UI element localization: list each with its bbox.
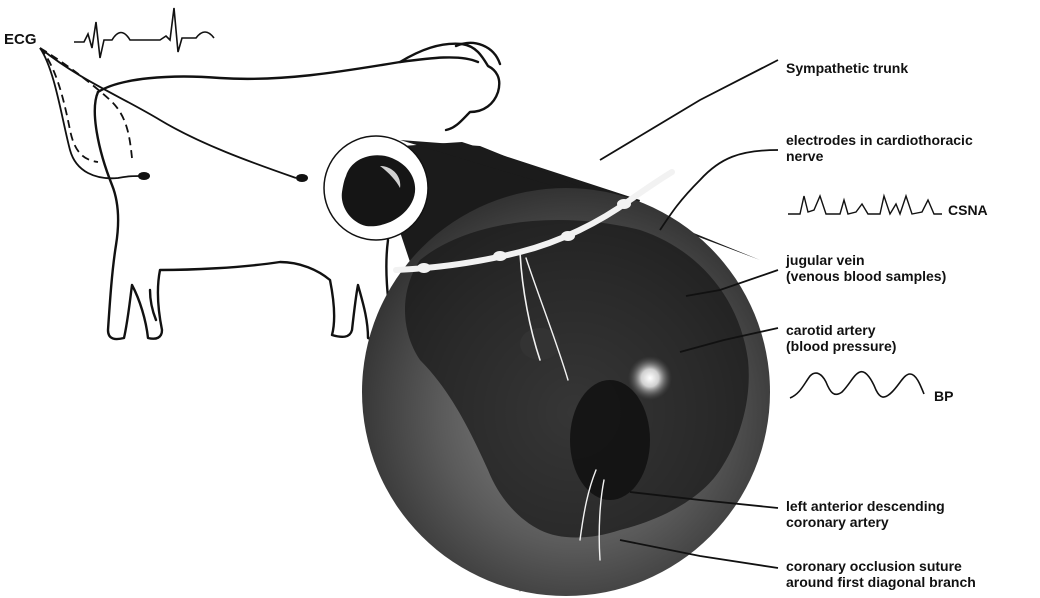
ecg-electrode-left bbox=[138, 172, 150, 180]
vessel-blob bbox=[520, 328, 560, 360]
jugular-vein-label-line1: jugular vein bbox=[786, 252, 946, 268]
ecg-leads bbox=[40, 48, 296, 178]
bp-label: BP bbox=[934, 388, 953, 404]
carotid-artery-label-line1: carotid artery bbox=[786, 322, 896, 338]
jugular-vein-label: jugular vein (venous blood samples) bbox=[786, 252, 946, 284]
carotid-glow bbox=[628, 356, 672, 400]
occlusion-suture-label: coronary occlusion suture around first d… bbox=[786, 558, 976, 590]
electrodes-label: electrodes in cardiothoracic nerve bbox=[786, 132, 973, 164]
electrodes-label-line2: nerve bbox=[786, 148, 973, 164]
csna-trace bbox=[788, 196, 942, 214]
lad-label-line2: coronary artery bbox=[786, 514, 945, 530]
ecg-trace bbox=[74, 8, 214, 58]
jugular-vein-label-line2: (venous blood samples) bbox=[786, 268, 946, 284]
bp-trace bbox=[790, 372, 924, 398]
lad-label: left anterior descending coronary artery bbox=[786, 498, 945, 530]
lad-label-line1: left anterior descending bbox=[786, 498, 945, 514]
occlusion-suture-label-line2: around first diagonal branch bbox=[786, 574, 976, 590]
heart-shadow bbox=[570, 380, 650, 500]
ecg-label: ECG bbox=[4, 32, 37, 48]
electrodes-label-line1: electrodes in cardiothoracic bbox=[786, 132, 973, 148]
sympathetic-trunk-label: Sympathetic trunk bbox=[786, 60, 908, 76]
occlusion-suture-label-line1: coronary occlusion suture bbox=[786, 558, 976, 574]
ecg-electrode-right bbox=[296, 174, 308, 182]
carotid-artery-label: carotid artery (blood pressure) bbox=[786, 322, 896, 354]
csna-label: CSNA bbox=[948, 202, 988, 218]
carotid-artery-label-line2: (blood pressure) bbox=[786, 338, 896, 354]
